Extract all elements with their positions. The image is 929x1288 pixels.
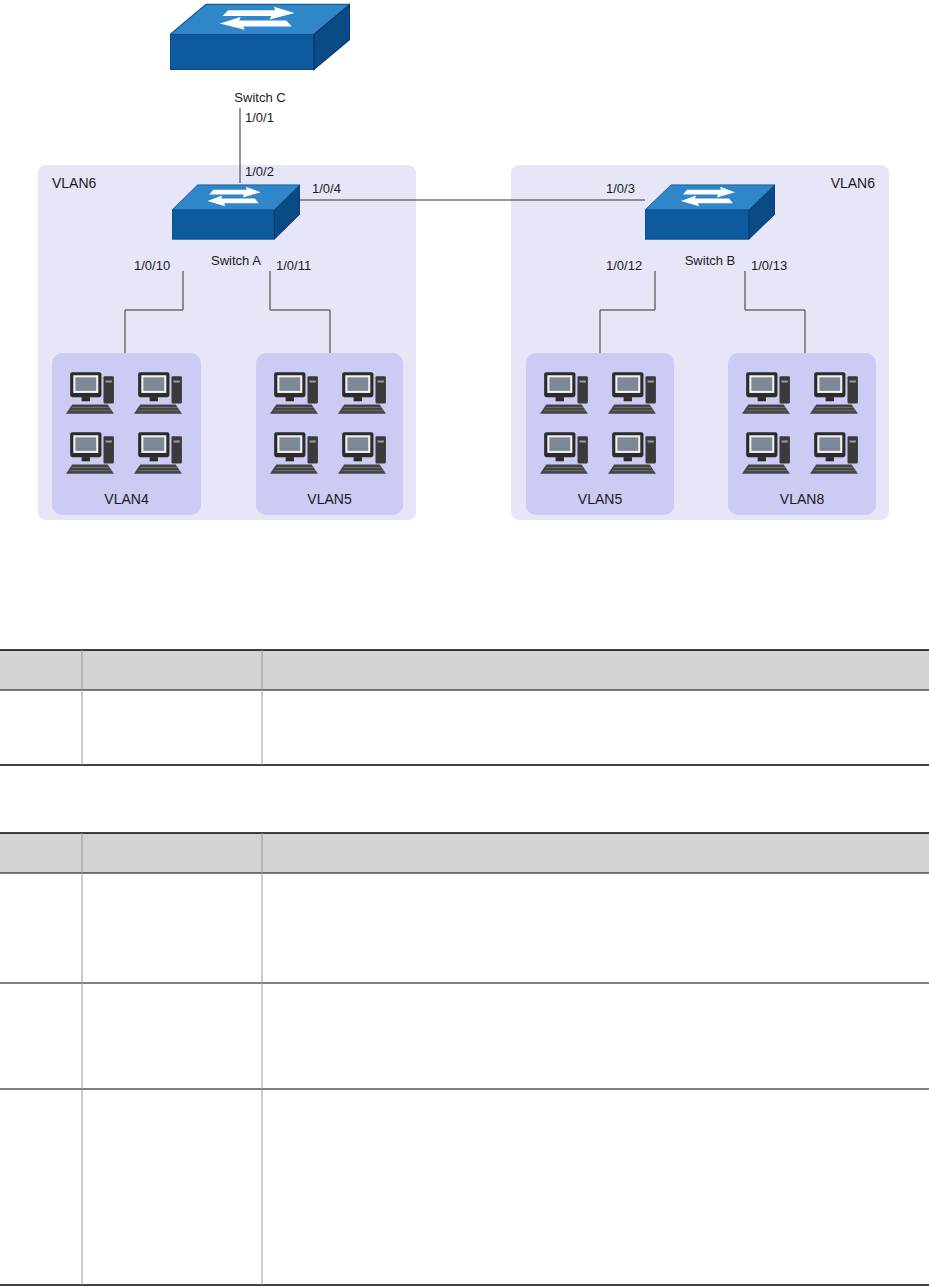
network-link [300, 200, 645, 201]
network-link [125, 271, 183, 353]
switch-icon [170, 4, 350, 69]
switch-label: Switch C [234, 90, 285, 106]
port-label: 1/0/11 [276, 258, 311, 273]
port-label: 1/0/1 [245, 110, 274, 125]
vlan-label: VLAN6 [52, 175, 96, 191]
switch-label: Switch B [685, 253, 736, 269]
vlan-label: VLAN6 [831, 175, 875, 191]
vlan-label: VLAN5 [307, 491, 351, 507]
port-label: 1/0/2 [245, 164, 274, 179]
network-link [600, 271, 655, 353]
network-link [240, 108, 241, 183]
network-link [745, 271, 805, 353]
vlan-label: VLAN5 [578, 491, 622, 507]
vlan-label: VLAN4 [104, 491, 148, 507]
empty-table [0, 833, 929, 1285]
switch-label: Switch A [211, 253, 261, 269]
port-label: 1/0/10 [134, 258, 170, 273]
computer-icons [66, 372, 858, 474]
empty-table [0, 650, 929, 765]
network-link [270, 271, 330, 353]
port-label: 1/0/3 [606, 181, 635, 196]
vlan-label: VLAN8 [780, 491, 824, 507]
switch-icon [645, 185, 775, 239]
switch-icon [172, 185, 300, 239]
port-label: 1/0/13 [751, 258, 787, 273]
port-label: 1/0/12 [606, 258, 642, 273]
switch-icons [170, 4, 775, 239]
port-label: 1/0/4 [312, 181, 341, 196]
